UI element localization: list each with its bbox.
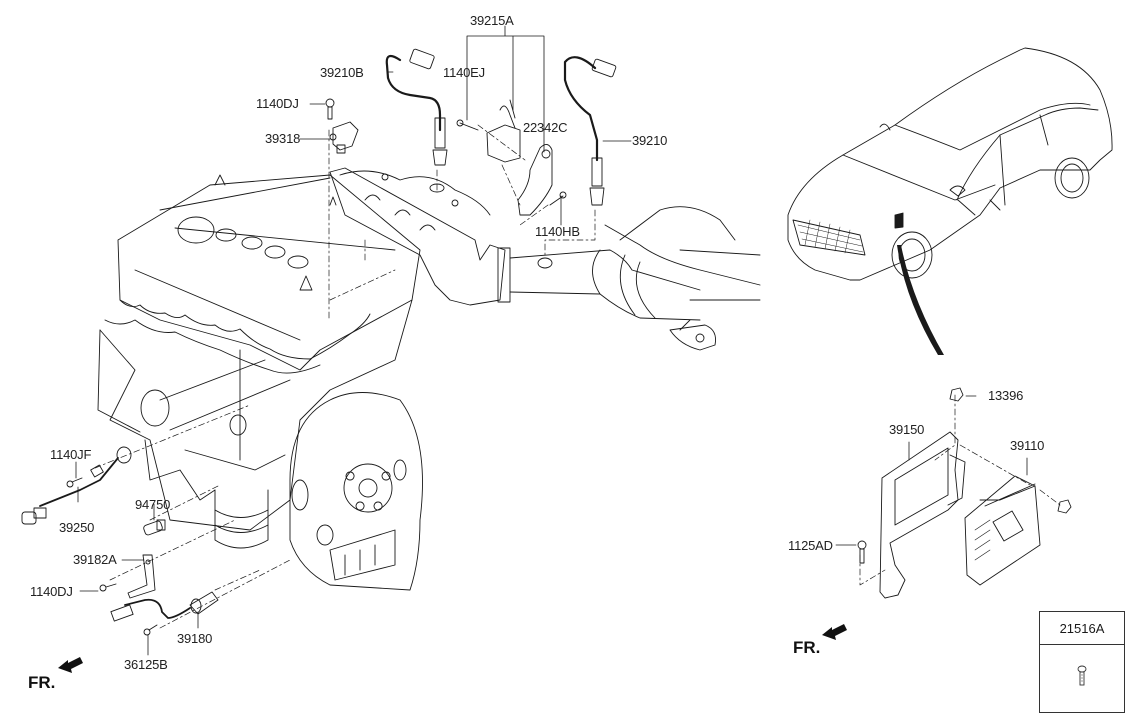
engine-cam-cover <box>117 174 421 371</box>
bracket-39182a[interactable] <box>127 554 156 599</box>
oxygen-sensor-39210[interactable] <box>563 56 617 206</box>
bolt-1125ad[interactable] <box>857 540 867 564</box>
oil-pressure-switch-94750[interactable] <box>143 519 166 536</box>
front-arrow-icon-left <box>58 657 83 673</box>
map-sensor-39318[interactable] <box>329 121 359 154</box>
leader-lines <box>75 25 1028 656</box>
ecu-39110[interactable] <box>964 475 1041 586</box>
label-39215a[interactable]: 39215A <box>470 13 514 28</box>
bolt-1140ej[interactable] <box>456 119 479 131</box>
location-pointer <box>897 245 944 355</box>
label-39210b[interactable]: 39210B <box>320 65 364 80</box>
bolt-1140dj-bottom[interactable] <box>99 583 117 592</box>
label-1125ad[interactable]: 1125AD <box>788 538 833 553</box>
label-39318[interactable]: 39318 <box>265 131 301 146</box>
assembly-guides <box>94 124 1061 629</box>
label-1140dj-top[interactable]: 1140DJ <box>256 96 299 111</box>
label-94750[interactable]: 94750 <box>135 497 171 512</box>
front-indicator-left: FR. <box>28 673 56 692</box>
knock-sensor-39250[interactable] <box>21 446 132 525</box>
ecu-bracket-39150[interactable] <box>879 431 966 599</box>
bellhousing <box>289 392 423 591</box>
legend-body <box>1040 645 1124 713</box>
bolt-1140dj-top[interactable] <box>325 98 335 120</box>
label-22342c[interactable]: 22342C <box>523 120 568 135</box>
oxygen-sensor-39210b[interactable] <box>385 48 448 166</box>
label-39110[interactable]: 39110 <box>1010 438 1045 453</box>
label-39210[interactable]: 39210 <box>632 133 668 148</box>
bolt-1140jf[interactable] <box>66 477 83 488</box>
engine-assembly <box>97 174 423 591</box>
label-39250[interactable]: 39250 <box>59 520 95 535</box>
vehicle-illustration <box>787 47 1113 355</box>
bolt-1140hb[interactable] <box>549 191 567 206</box>
label-39150[interactable]: 39150 <box>889 422 925 437</box>
legend-part-number[interactable]: 21516A <box>1040 612 1124 645</box>
bracket-22342c[interactable] <box>486 99 553 216</box>
label-1140jf[interactable]: 1140JF <box>50 447 92 462</box>
front-indicator-right: FR. <box>793 638 821 657</box>
label-36125b[interactable]: 36125B <box>124 657 168 672</box>
front-arrow-icon-right <box>822 624 847 640</box>
engine-block <box>99 299 413 531</box>
label-39180[interactable]: 39180 <box>177 631 213 646</box>
label-13396[interactable]: 13396 <box>988 388 1024 403</box>
bolt-icon <box>1077 665 1087 686</box>
crankshaft-sensor-39180[interactable] <box>110 591 219 622</box>
label-39182a[interactable]: 39182A <box>73 552 117 567</box>
label-1140ej[interactable]: 1140EJ <box>443 65 485 80</box>
label-1140dj-bottom[interactable]: 1140DJ <box>30 584 73 599</box>
nut-ecu-right[interactable] <box>1057 499 1072 514</box>
label-1140hb[interactable]: 1140HB <box>535 224 580 239</box>
exhaust-manifold <box>329 167 761 351</box>
nut-13396[interactable] <box>949 387 964 402</box>
bolt-36125b[interactable] <box>143 624 158 636</box>
legend-box: 21516A <box>1039 611 1125 713</box>
